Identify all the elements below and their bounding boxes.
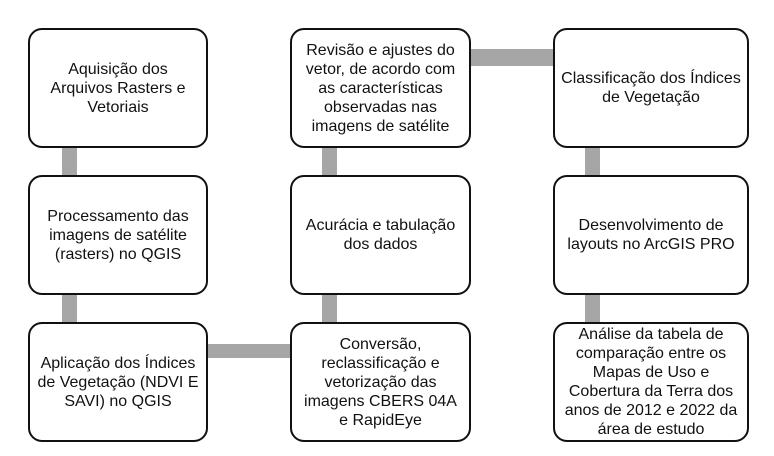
step-box-analise: Análise da tabela de comparação entre os… xyxy=(553,322,749,442)
step-box-conversao: Conversão, reclassificação e vetorização… xyxy=(290,322,471,442)
step-box-revisao: Revisão e ajustes do vetor, de acordo co… xyxy=(290,28,471,148)
step-box-aquisicao: Aquisição dos Arquivos Rasters e Vetoria… xyxy=(28,28,208,148)
connector-2-3 xyxy=(62,294,77,323)
step-box-classificacao: Classificação dos Índices de Vegetação xyxy=(553,28,749,148)
step-box-acuracia: Acurácia e tabulação dos dados xyxy=(290,175,471,295)
step-box-layouts: Desenvolvimento de layouts no ArcGIS PRO xyxy=(553,175,749,295)
connector-5-6 xyxy=(322,146,337,176)
connector-4-5 xyxy=(322,294,337,323)
connector-3-4 xyxy=(206,344,291,358)
connector-7-8 xyxy=(585,146,600,176)
connector-1-2 xyxy=(62,146,77,176)
connector-8-9 xyxy=(585,294,600,323)
connector-6-7 xyxy=(469,49,554,66)
step-box-processamento: Processamento das imagens de satélite (r… xyxy=(28,175,208,295)
step-box-aplicacao-indices: Aplicação dos Índices de Vegetação (NDVI… xyxy=(28,322,208,442)
